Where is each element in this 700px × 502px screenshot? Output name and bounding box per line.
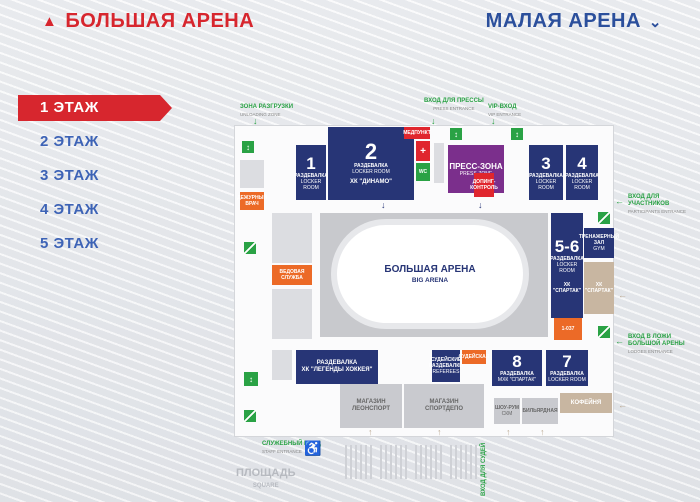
tab-big-arena[interactable]: ▲ БОЛЬШАЯ АРЕНА bbox=[42, 10, 254, 33]
service-room bbox=[240, 160, 264, 188]
stairs-icon bbox=[244, 242, 256, 254]
arena-subtitle: BIG ARENA bbox=[411, 277, 449, 284]
press-arrow-icon: ↓ bbox=[431, 116, 436, 126]
corridor bbox=[434, 143, 444, 183]
room-3: 3 РАЗДЕВАЛКА LOCKER ROOM bbox=[529, 145, 563, 200]
elevator-icon: ↕ bbox=[450, 128, 462, 140]
entry-arrow-icon: ↑ bbox=[437, 427, 442, 437]
boxes-arrow-icon: ← bbox=[615, 336, 624, 346]
wheelchair-icon: ♿ bbox=[304, 440, 322, 456]
room-security: ВЕДОВАЯ СЛУЖБА bbox=[272, 265, 312, 285]
stairs-icon bbox=[598, 326, 610, 338]
room-7: 7 РАЗДЕВАЛКА LOCKER ROOM bbox=[546, 350, 588, 386]
entry-arrow-icon: ↑ bbox=[540, 427, 545, 437]
room-billiards: БИЛЬЯРДНАЯ bbox=[522, 398, 558, 424]
participants-arrow-icon: ← bbox=[615, 196, 624, 206]
floor-3[interactable]: 3 ЭТАЖ bbox=[40, 167, 99, 184]
room-training: ТРЕНАЖЕРНЫЙ ЗАЛ GYM bbox=[579, 228, 619, 258]
room-doping-control: ДОПИНГ-КОНТРОЛЬ bbox=[470, 173, 498, 197]
room-duty-doctor: ДЕЖУРНЫЙ ВРАЧ bbox=[237, 192, 267, 210]
room-showroom: ШОУ-РУМ СКМ bbox=[494, 398, 520, 424]
referees-entry-label: ВХОД ДЛЯ СУДЕЙ bbox=[481, 442, 487, 496]
room-5-6: 5-6 РАЗДЕВАЛКА LOCKER ROOM ХК "СПАРТАК" bbox=[550, 213, 584, 318]
stairs-icon bbox=[244, 410, 256, 422]
arena-rink[interactable]: БОЛЬШАЯ АРЕНА BIG ARENA bbox=[337, 225, 523, 323]
floor-4[interactable]: 4 ЭТАЖ bbox=[40, 201, 99, 218]
turnstiles bbox=[450, 445, 480, 479]
tab-small-arena-label: МАЛАЯ АРЕНА bbox=[485, 10, 641, 32]
room-1-037: 1-037 bbox=[554, 318, 582, 340]
shop-sportdepo[interactable]: МАГАЗИН СПОРТДЕПО bbox=[404, 384, 484, 428]
tab-small-arena[interactable]: МАЛАЯ АРЕНА ⌄ bbox=[486, 10, 662, 33]
plaza-label: ПЛОЩАДЬ SQUARE bbox=[236, 467, 296, 490]
service-room bbox=[272, 350, 292, 380]
arena-title: БОЛЬШАЯ АРЕНА bbox=[384, 264, 476, 275]
service-room bbox=[272, 213, 312, 263]
room-8: 8 РАЗДЕВАЛКА МХК "СПАРТАК" bbox=[492, 350, 542, 386]
room-referee-office: СУДЕЙСКАЯ bbox=[459, 350, 489, 364]
entry-arrow-icon: ← bbox=[618, 290, 627, 300]
service-room bbox=[272, 289, 312, 339]
room-coffee[interactable]: КОФЕЙНЯ bbox=[560, 393, 612, 413]
room-1: 1 РАЗДЕВАЛКА LOCKER ROOM bbox=[294, 145, 328, 200]
room-legends: РАЗДЕВАЛКА ХК "ЛЕГЕНДЫ ХОККЕЯ" bbox=[296, 350, 378, 384]
floor-selector: 1 ЭТАЖ 2 ЭТАЖ 3 ЭТАЖ 4 ЭТАЖ 5 ЭТАЖ bbox=[18, 95, 172, 265]
entry-arrow-icon: ↑ bbox=[506, 427, 511, 437]
room-referees: СУДЕЙСКИЕ РАЗДЕВАЛКИ REFEREES bbox=[429, 350, 463, 382]
chevron-down-icon: ⌄ bbox=[648, 13, 662, 31]
elevator-icon: ↕ bbox=[511, 128, 523, 140]
elevator-icon: ↕ bbox=[244, 372, 258, 386]
room-4: 4 РАЗДЕВАЛКА LOCKER ROOM bbox=[565, 145, 599, 200]
tab-big-arena-label: БОЛЬШАЯ АРЕНА bbox=[65, 10, 255, 32]
room-medical: МЕДПУНКТ bbox=[403, 127, 431, 139]
chevron-up-icon: ▲ bbox=[42, 13, 58, 30]
vip-arrow-icon: ↓ bbox=[491, 116, 496, 126]
turnstiles bbox=[415, 445, 445, 479]
floor-1[interactable]: 1 ЭТАЖ bbox=[18, 95, 172, 121]
turnstiles bbox=[345, 445, 375, 479]
elevator-icon: ↕ bbox=[242, 141, 254, 153]
medical-cross-icon: + bbox=[416, 141, 430, 161]
room-spartak-office: ХК "СПАРТАК" bbox=[584, 262, 614, 314]
room-2: 2 РАЗДЕВАЛКА LOCKER ROOM ХК "ДИНАМО" bbox=[328, 127, 414, 200]
turnstiles bbox=[380, 445, 410, 479]
entry-arrow-icon: ← bbox=[618, 400, 627, 410]
entry-arrow-icon: ↑ bbox=[368, 427, 373, 437]
stairs-icon bbox=[598, 212, 610, 224]
down-arrow-icon: ↓ bbox=[478, 200, 483, 210]
unload-arrow-icon: ↓ bbox=[253, 116, 258, 126]
down-arrow-icon: ↓ bbox=[381, 200, 386, 210]
wc-icon: WC bbox=[416, 163, 430, 181]
floor-2[interactable]: 2 ЭТАЖ bbox=[40, 133, 99, 150]
floor-5[interactable]: 5 ЭТАЖ bbox=[40, 235, 99, 252]
shop-leonsport[interactable]: МАГАЗИН ЛЕОНСПОРТ bbox=[340, 384, 402, 428]
